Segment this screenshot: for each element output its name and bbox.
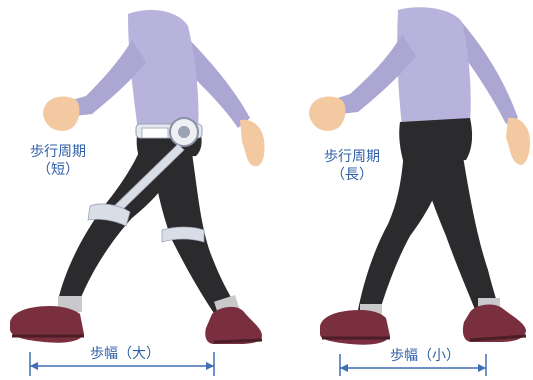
left-gait-cycle-label: 歩行周期 <box>30 144 86 160</box>
right-walker-back-leg <box>420 150 498 312</box>
right-walker-front-shoe <box>320 310 390 345</box>
right-stride-measure <box>339 354 487 376</box>
right-walker-back-shoe <box>462 304 526 342</box>
right-walker <box>309 7 530 345</box>
right-gait-cycle-label: 歩行周期 <box>324 149 380 165</box>
right-walker-front-arm <box>338 34 416 114</box>
left-walker-front-leg <box>58 150 180 300</box>
assist-device-back-cuff <box>161 226 205 243</box>
right-stride-text: 歩幅（小） <box>387 348 463 364</box>
left-walker <box>10 10 265 344</box>
left-stride-text: 歩幅（大） <box>87 346 163 362</box>
right-walker-back-hand <box>506 117 530 165</box>
assist-device-tag <box>141 127 169 139</box>
left-walker-back-hand <box>240 119 265 167</box>
left-walker-front-shoe <box>10 306 84 343</box>
assist-device-front-cuff <box>87 203 131 227</box>
right-walker-torso <box>397 7 471 126</box>
left-walker-front-hand <box>43 96 80 131</box>
right-gait-cycle-value: （長） <box>331 167 373 183</box>
left-stride-measure <box>29 352 215 376</box>
left-stride-label: 歩幅（大） <box>70 345 180 363</box>
right-walker-front-leg <box>358 150 448 310</box>
left-walker-back-shoe <box>205 306 262 344</box>
right-stride-label: 歩幅（小） <box>370 347 480 365</box>
left-walker-torso <box>128 10 199 132</box>
left-gait-cycle-value: （短） <box>37 162 79 178</box>
right-walker-back-arm <box>452 20 518 124</box>
right-walker-front-hand <box>309 96 346 131</box>
left-walker-front-arm <box>72 40 146 116</box>
